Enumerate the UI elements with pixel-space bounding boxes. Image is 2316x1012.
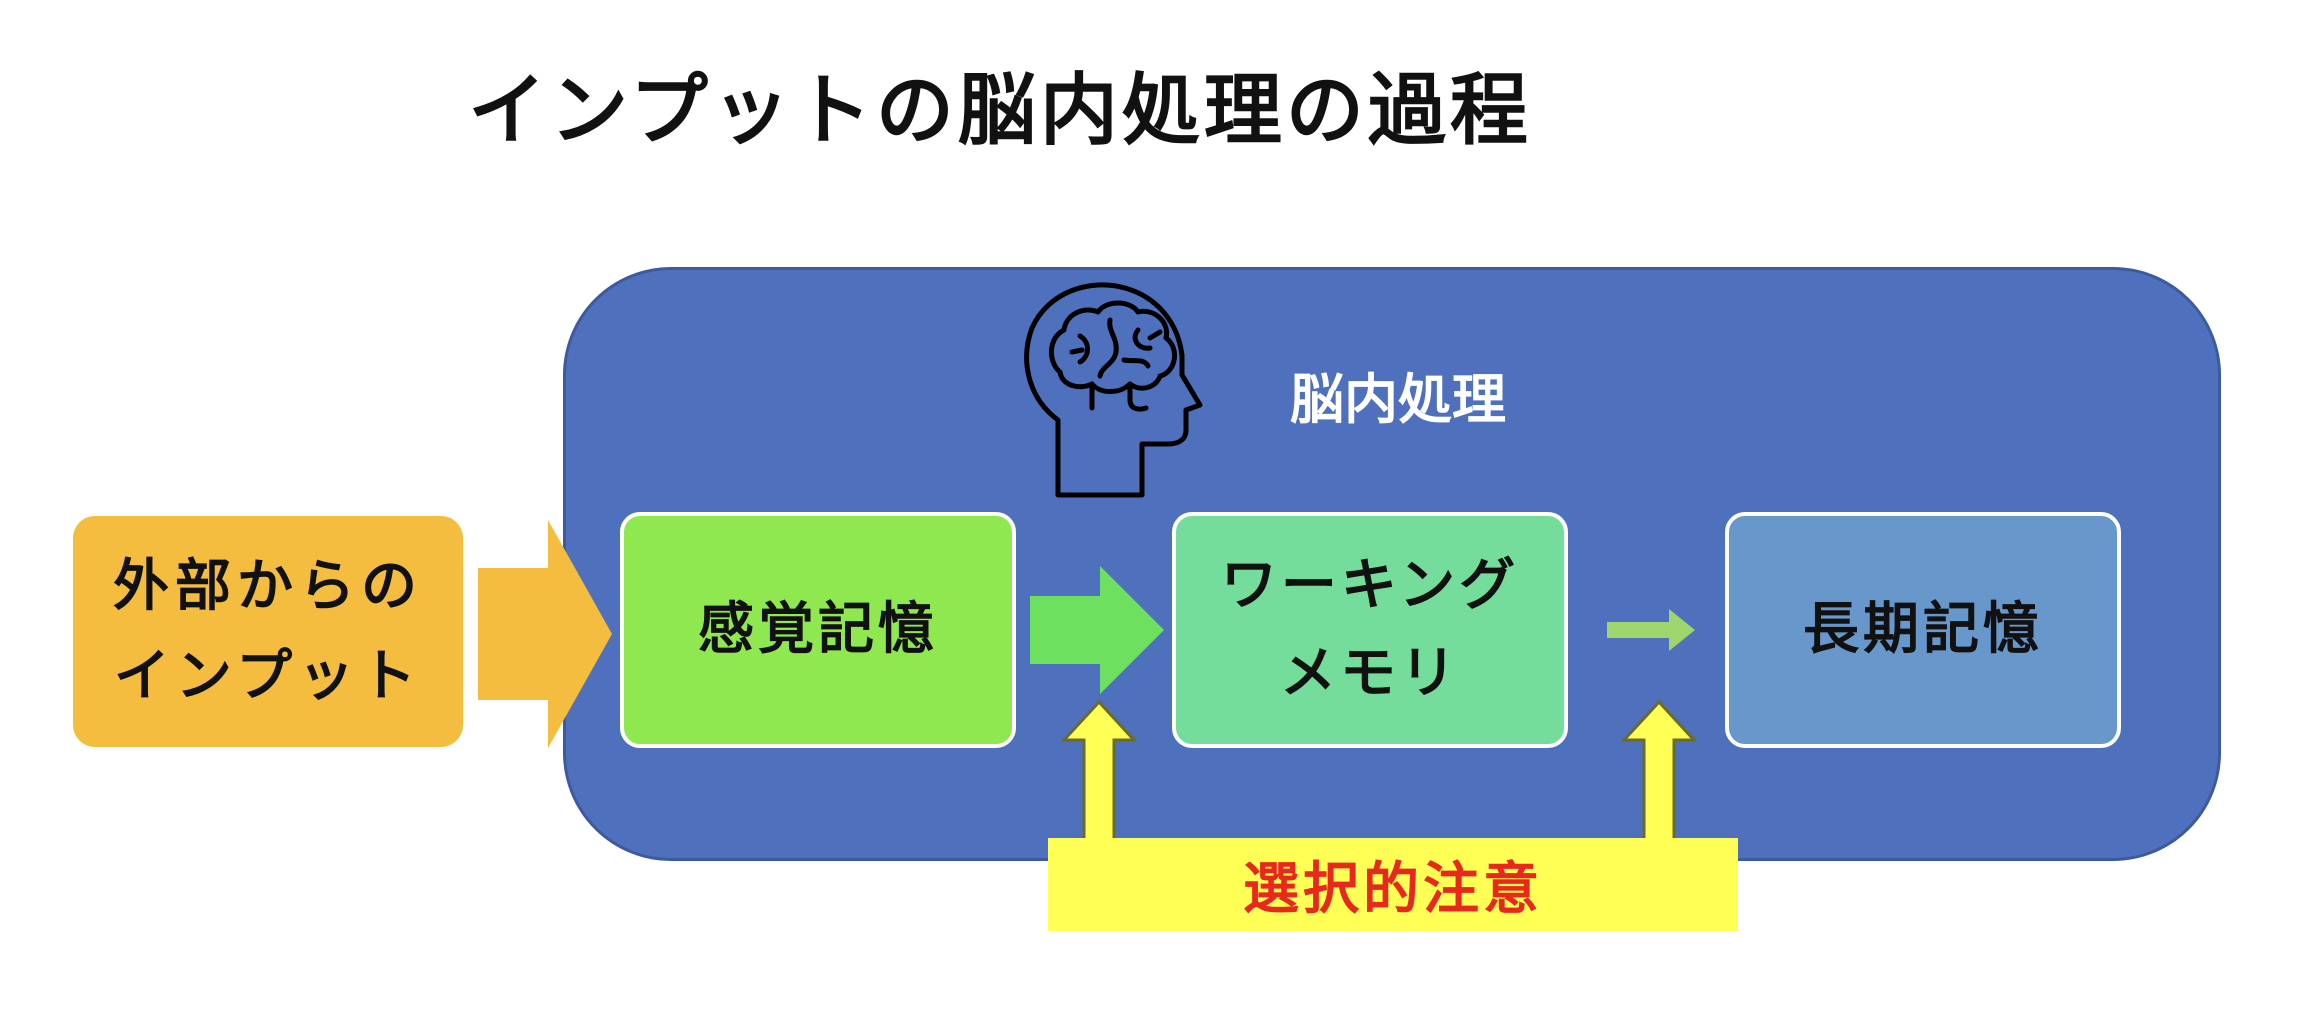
external-input-line-2: インプット xyxy=(113,643,423,709)
long-term-memory-box: 長期記憶 xyxy=(1725,512,2121,748)
selective-attention-label: 選択的注意 xyxy=(1243,857,1543,922)
sensory-to-working-arrow xyxy=(1030,566,1164,694)
attention-arrow-sensory xyxy=(1060,699,1138,844)
working-to-longterm-arrow xyxy=(1607,609,1695,651)
external-input-box: 外部からの インプット xyxy=(73,516,463,747)
brain-processing-label: 脳内処理 xyxy=(1290,368,1506,431)
external-input-line-1: 外部からの xyxy=(113,553,423,619)
attention-arrow-working xyxy=(1620,699,1698,844)
selective-attention-box: 選択的注意 xyxy=(1048,838,1738,931)
brain-head-icon xyxy=(1024,282,1203,498)
working-memory-line-2: メモリ xyxy=(1280,641,1460,706)
long-term-memory-label: 長期記憶 xyxy=(1803,597,2043,662)
sensory-memory-box: 感覚記憶 xyxy=(620,512,1016,748)
sensory-memory-label: 感覚記憶 xyxy=(698,597,938,662)
working-memory-line-1: ワーキング xyxy=(1220,553,1520,618)
working-memory-box: ワーキング メモリ xyxy=(1172,512,1568,748)
diagram-title: インプットの脳内処理の過程 xyxy=(468,66,1532,156)
input-arrow xyxy=(478,520,612,748)
